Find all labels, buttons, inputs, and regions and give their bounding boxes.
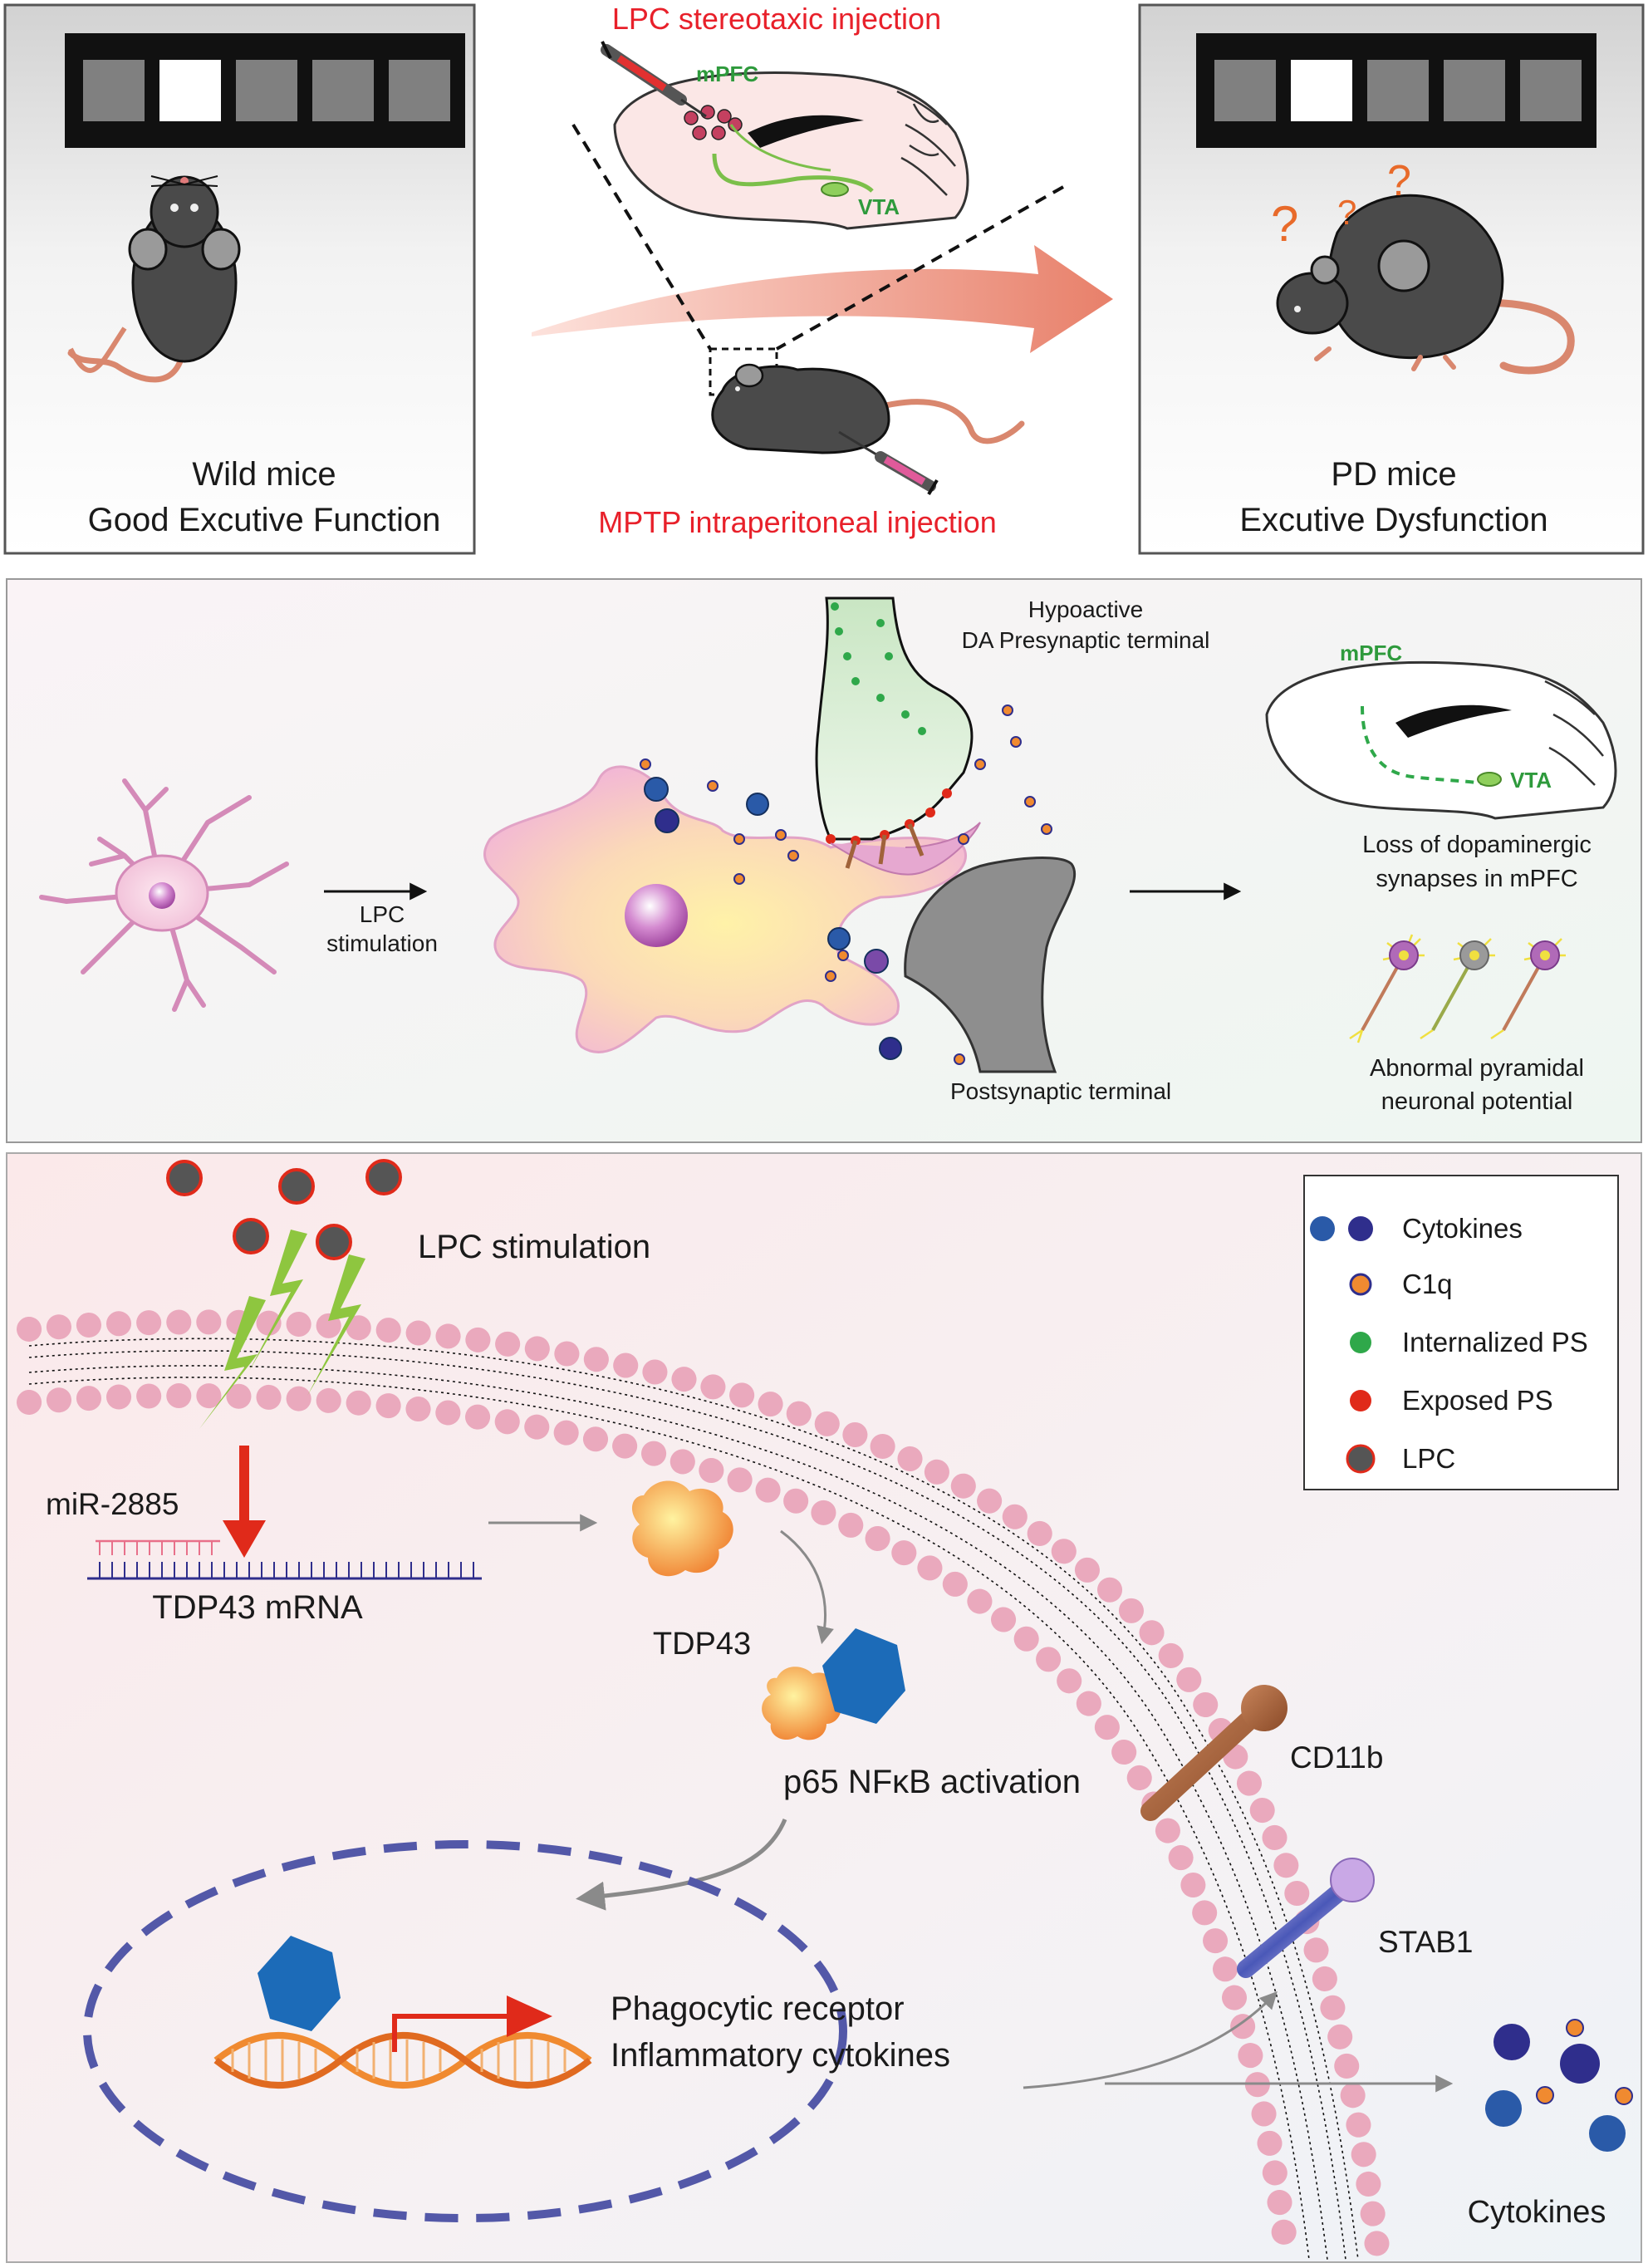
panel-behavior: ? ? ? — [3, 3, 1645, 555]
svg-text:?: ? — [1271, 196, 1298, 252]
activated-microglia-icon — [483, 765, 967, 1053]
lightning-icons — [199, 1230, 365, 1429]
cytokines-label: Cytokines — [1467, 2195, 1606, 2230]
presynaptic-terminal-icon — [815, 596, 981, 876]
svg-text:?: ? — [1337, 193, 1356, 232]
zoom-line-left — [571, 123, 712, 351]
tdp43-label: TDP43 — [652, 1627, 752, 1662]
panel2-c1q — [640, 704, 1052, 1065]
wild-mouse-icon — [67, 175, 241, 383]
task-screen-right — [1196, 33, 1596, 148]
mir-label: miR-2885 — [46, 1487, 179, 1521]
legend-label-exposed-ps: Exposed PS — [1402, 1385, 1553, 1416]
intraperitoneal-syringe-icon — [838, 430, 939, 496]
cytokines-dots-icon — [1310, 1216, 1335, 1241]
wild-mice-caption-line2: Good Excutive Function — [87, 502, 441, 538]
presynaptic-label-line1: Hypoactive — [1028, 596, 1144, 622]
secreted-cytokines — [1485, 2019, 1633, 2152]
mir-downregulation-arrow — [223, 1446, 266, 1558]
stab1-receptor-icon — [1237, 1858, 1375, 1978]
receptor-text-line2: Inflammatory cytokines — [611, 2037, 951, 2074]
legend-label-cytokines: Cytokines — [1402, 1213, 1523, 1244]
intraperitoneal-injection-label: MPTP intraperitoneal injection — [598, 505, 997, 539]
abnormal-label-line1: Abnormal pyramidal — [1370, 1055, 1584, 1082]
cd11b-label: CD11b — [1290, 1740, 1384, 1775]
nfkb-label: p65 NFκB activation — [783, 1764, 1081, 1800]
progression-arrow — [532, 245, 1113, 353]
internalized-ps-dot-icon — [1350, 1332, 1371, 1353]
transcription-arrowhead — [507, 1996, 552, 2037]
legend-label-c1q: C1q — [1402, 1269, 1453, 1299]
tdp43-protein-icon — [631, 1480, 733, 1577]
tdp43-mrna-icon — [87, 1539, 482, 1580]
pd-mouse-icon: ? ? ? — [1271, 157, 1575, 375]
brain-label-vta-top: VTA — [858, 194, 900, 219]
sagittal-brain-top — [613, 71, 969, 230]
brain-label-mpfc-right: mPFC — [1340, 641, 1403, 665]
pd-mice-caption-line1: PD mice — [1331, 456, 1457, 493]
brain-label-mpfc-top: mPFC — [696, 61, 759, 86]
loss-label-line1: Loss of dopaminergic — [1362, 832, 1592, 858]
nucleus-boundary — [83, 1840, 847, 2222]
stereotaxic-injection-label: LPC stereotaxic injection — [611, 2, 942, 36]
wild-mice-caption-line1: Wild mice — [192, 456, 336, 493]
exposed-ps-dot-icon — [1350, 1390, 1371, 1411]
svg-text:?: ? — [1387, 157, 1411, 205]
postsynaptic-terminal-icon — [904, 857, 1077, 1073]
pd-mice-caption-line2: Excutive Dysfunction — [1239, 502, 1548, 538]
zoom-line-right — [776, 185, 1064, 351]
nuclear-translocation-arrow — [576, 1819, 787, 1911]
panel2-cytokines — [644, 777, 902, 1060]
lpc-particles — [166, 1159, 402, 1260]
stab1-label: STAB1 — [1378, 1925, 1474, 1959]
legend — [1303, 1175, 1619, 1490]
lpc-stimulation-title: LPC stimulation — [418, 1229, 651, 1265]
legend-label-lpc: LPC — [1402, 1443, 1456, 1474]
cd11b-receptor-icon — [1140, 1685, 1288, 1821]
lpc-stimulation-label-line1: LPC — [359, 901, 405, 927]
expression-arrow — [1023, 1991, 1278, 2089]
pyramidal-neurons-icon — [1349, 934, 1566, 1043]
sagittal-brain-right — [1265, 661, 1617, 820]
transcription-arrow — [392, 2014, 507, 2052]
dna-helix-icon — [213, 2032, 592, 2089]
nfkb-nuclear-icon — [258, 1936, 341, 2031]
injected-mouse-icon — [711, 363, 1025, 454]
nfkb-complex-icon — [762, 1628, 905, 1740]
cell-membrane — [17, 1309, 1391, 2268]
mrna-label: TDP43 mRNA — [152, 1589, 363, 1626]
c1q-dot-icon — [1349, 1273, 1372, 1296]
lpc-dot-icon — [1346, 1444, 1376, 1474]
abnormal-label-line2: neuronal potential — [1381, 1088, 1573, 1115]
legend-label-internalized-ps: Internalized PS — [1402, 1327, 1588, 1357]
presynaptic-label-line2: DA Presynaptic terminal — [961, 627, 1210, 653]
cytokines-dots-icon-2 — [1348, 1216, 1373, 1241]
binding-arrow — [780, 1529, 834, 1645]
receptor-text-line1: Phagocytic receptor — [611, 1991, 905, 2027]
lpc-stimulation-label-line2: stimulation — [326, 930, 438, 956]
resting-microglia-icon — [39, 778, 289, 1012]
brain-label-vta-right: VTA — [1510, 768, 1552, 793]
loss-label-line2: synapses in mPFC — [1376, 866, 1578, 892]
postsynaptic-label: Postsynaptic terminal — [950, 1078, 1172, 1104]
task-screen-left — [65, 33, 465, 148]
stereotaxic-syringe-icon — [601, 41, 707, 118]
